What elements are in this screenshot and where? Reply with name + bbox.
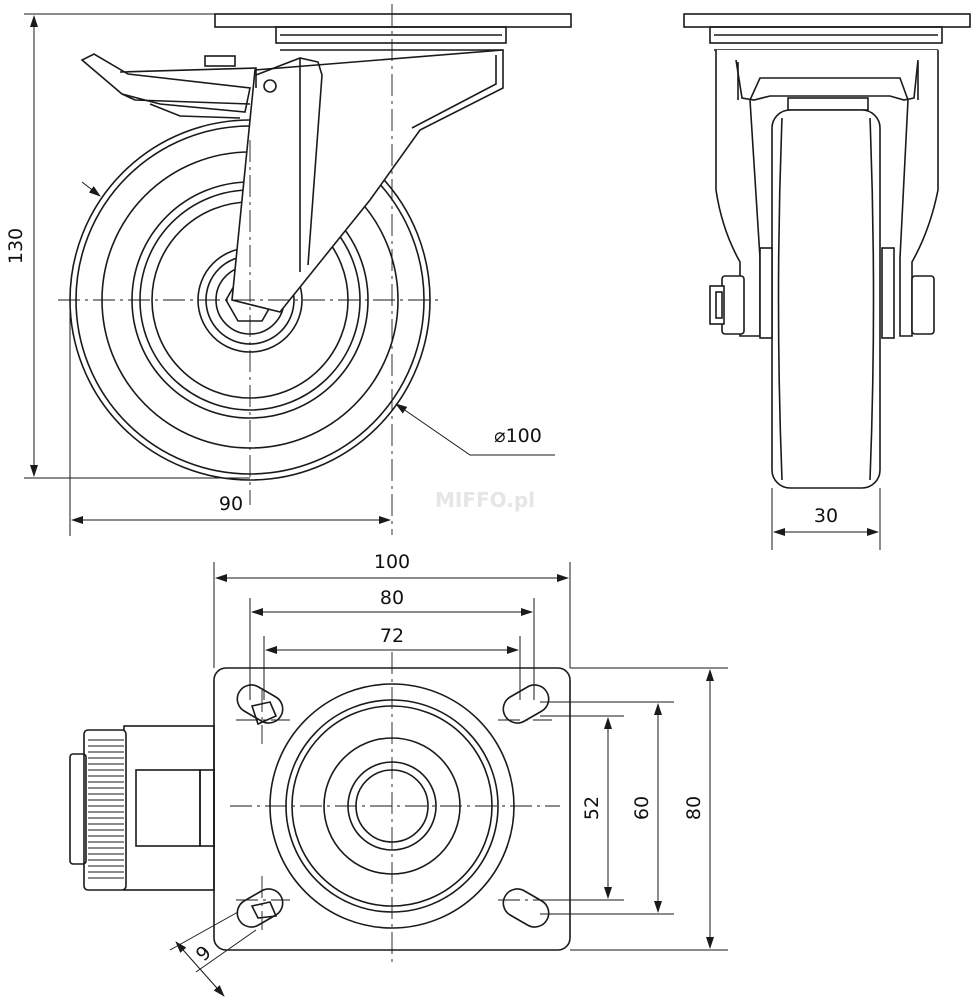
- side-dimensions: [24, 13, 555, 536]
- axle-nut-left: [721, 275, 745, 335]
- dim-plate-width: 100: [374, 551, 410, 573]
- dim-slot-inner: 52: [581, 796, 603, 820]
- side-center-lines: [58, 4, 440, 535]
- dim-offset: 90: [219, 493, 243, 515]
- top-plate: [214, 13, 572, 28]
- dim-wheel-diameter: ⌀100: [494, 425, 542, 447]
- hole-bottom-right: [502, 888, 550, 928]
- side-view: [69, 13, 572, 481]
- front-view: [683, 13, 971, 489]
- leader-diameter: [395, 403, 555, 456]
- brake-pedal-top: [69, 725, 215, 891]
- dim-hole-spacing-inner: 72: [380, 625, 404, 647]
- dim-line-9: [175, 941, 225, 997]
- dim-slot-outer: 60: [631, 796, 653, 820]
- dim-plate-depth: 80: [683, 796, 705, 820]
- hole-top-right: [502, 684, 550, 724]
- hole-top-left: [236, 684, 284, 724]
- front-dimensions: [771, 488, 881, 550]
- pedal-grip: [88, 739, 124, 879]
- front-wheel: [771, 109, 881, 489]
- top-center-lines: [230, 652, 560, 962]
- watermark: MIFFO.pl: [435, 488, 535, 512]
- top-view: [69, 667, 571, 951]
- kingpin-rivet: [263, 79, 277, 93]
- top-dimensions: [169, 562, 728, 997]
- brake-lever: [80, 53, 257, 119]
- mounting-holes: [236, 684, 550, 928]
- plate-flange: [275, 26, 507, 44]
- dim-wheel-width: 30: [814, 505, 838, 527]
- dim-hole-spacing-outer: 80: [380, 587, 404, 609]
- dim-total-height: 130: [5, 228, 27, 264]
- dim-slot-width: 9: [192, 942, 216, 966]
- axle-nut-right: [911, 275, 935, 335]
- hole-bottom-left: [236, 888, 284, 928]
- front-top-plate: [683, 13, 971, 28]
